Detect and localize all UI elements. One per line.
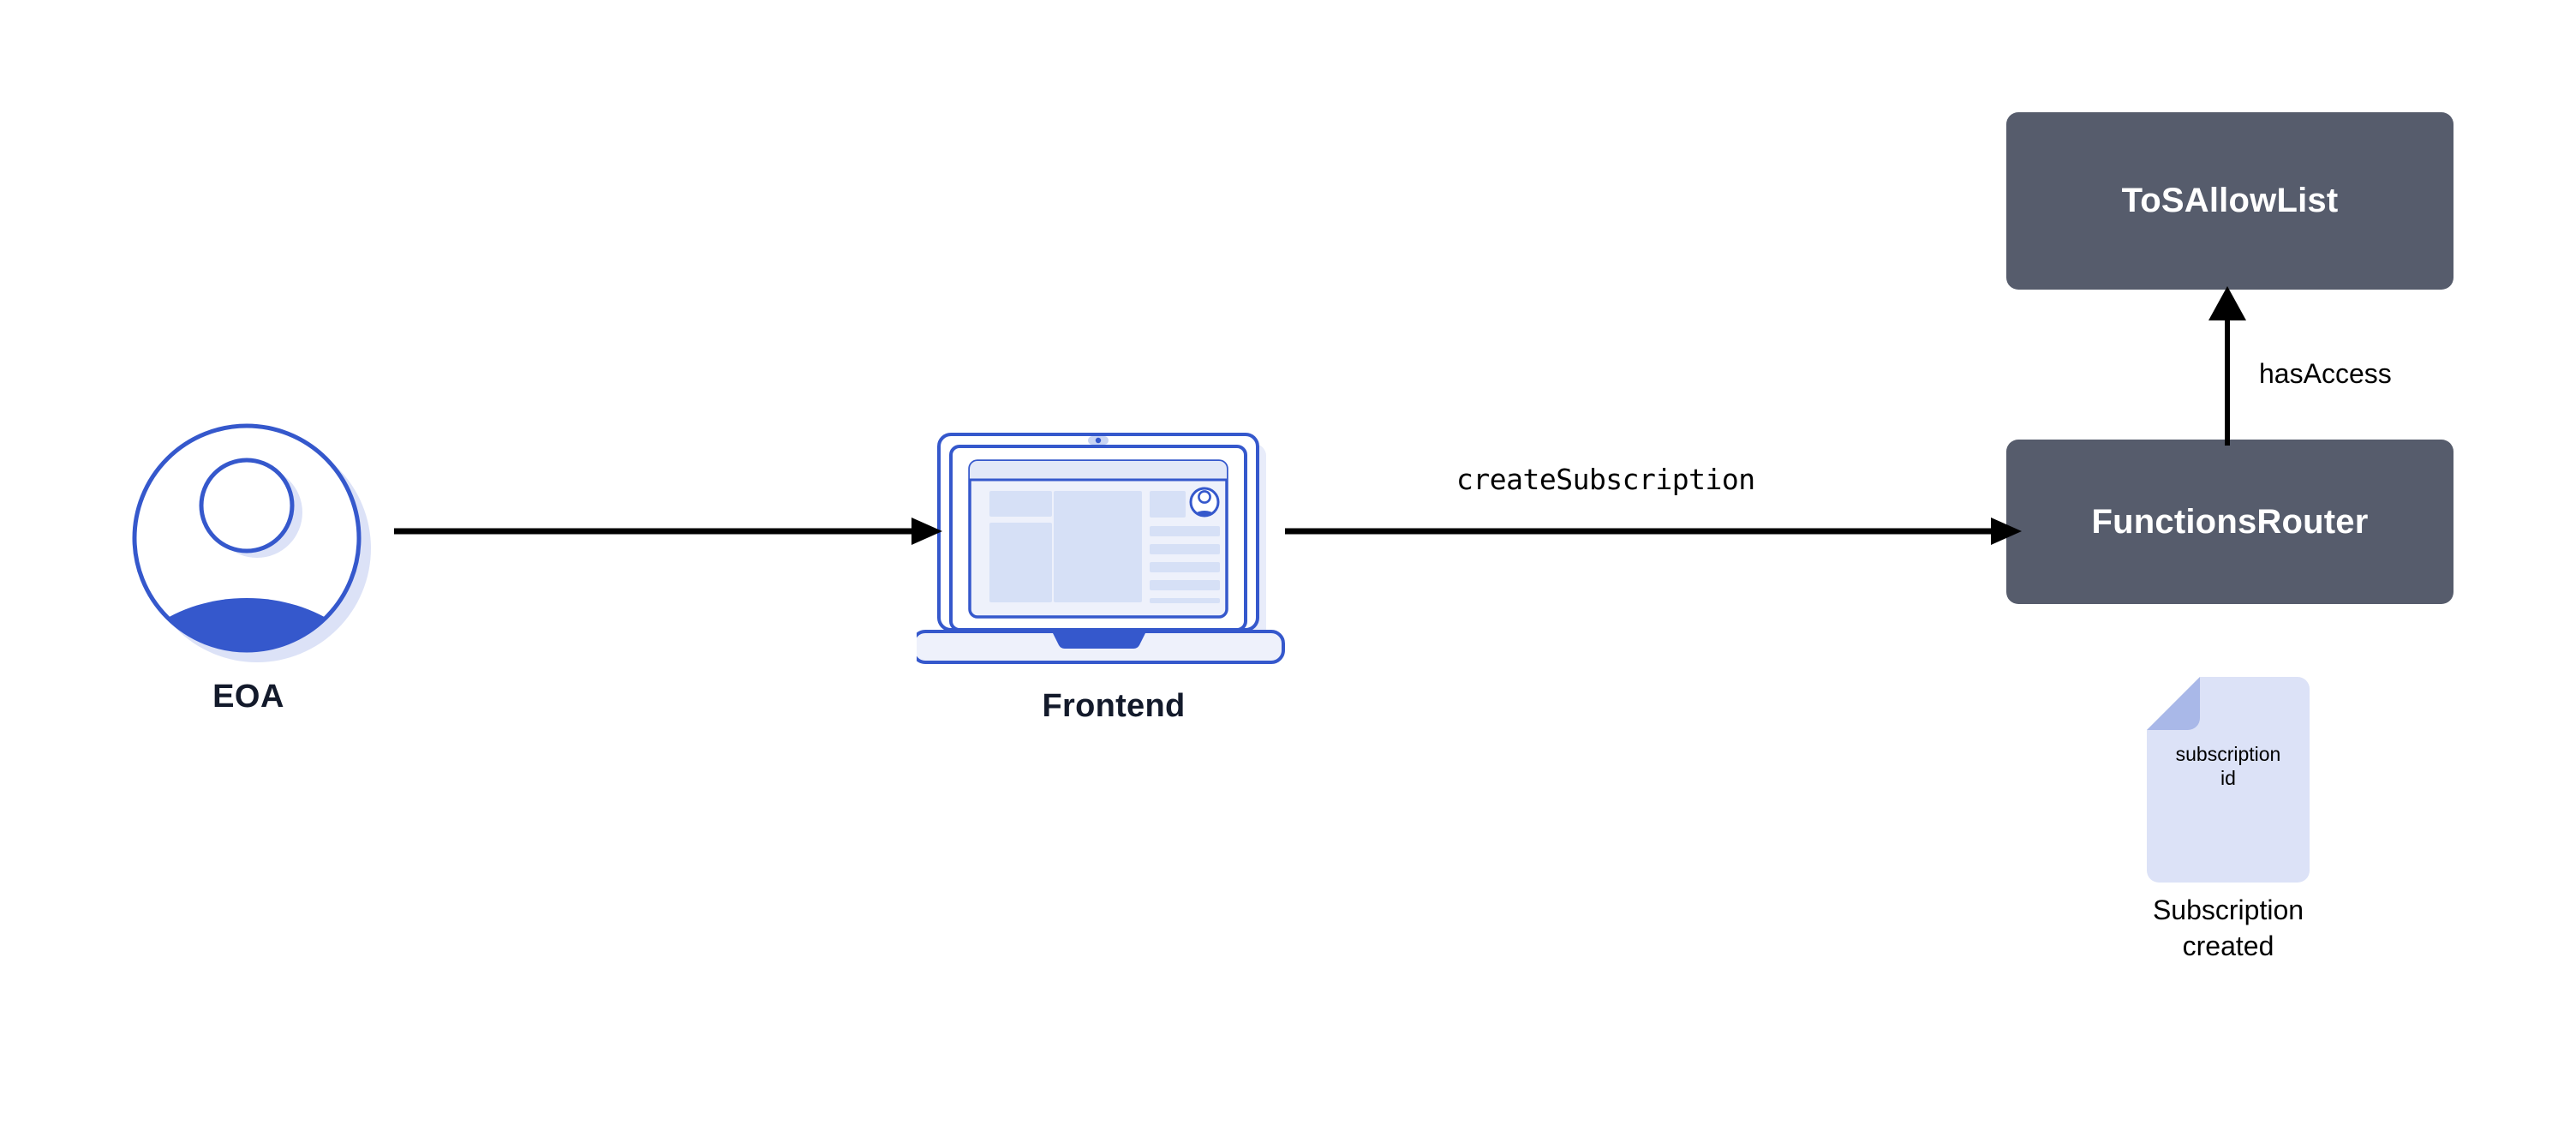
arrow-eoa-to-frontend bbox=[394, 518, 942, 545]
node-frontend[interactable]: Frontend bbox=[917, 420, 1311, 763]
subscription-caption-line-1: Subscription bbox=[2152, 895, 2304, 925]
document-icon bbox=[2147, 677, 2310, 883]
node-tos-allow-list[interactable]: ToSAllowList bbox=[2006, 112, 2453, 290]
document-inner-text: subscription id bbox=[2147, 742, 2310, 790]
node-eoa[interactable]: EOA bbox=[120, 411, 377, 754]
laptop-icon bbox=[917, 433, 1285, 664]
node-subscription-document[interactable]: subscription id Subscription created bbox=[2147, 677, 2404, 961]
document-inner-line-1: subscription bbox=[2175, 743, 2281, 765]
document-inner-line-2: id bbox=[2220, 767, 2236, 790]
node-label-eoa: EOA bbox=[212, 679, 284, 715]
node-label-tos-allow-list: ToSAllowList bbox=[2121, 182, 2339, 219]
subscription-caption-line-2: created bbox=[2182, 930, 2274, 961]
node-label-subscription-created: Subscription created bbox=[2095, 893, 2361, 964]
arrow-frontend-to-functions-router bbox=[1285, 518, 2022, 545]
edge-label-create-subscription: createSubscription bbox=[1456, 463, 1755, 496]
node-label-functions-router: FunctionsRouter bbox=[2091, 502, 2369, 541]
node-label-frontend: Frontend bbox=[1042, 688, 1186, 724]
edge-label-has-access: hasAccess bbox=[2259, 358, 2392, 389]
user-avatar-icon bbox=[132, 423, 371, 662]
arrow-functions-router-to-tos-allow-list bbox=[2208, 286, 2246, 446]
node-functions-router[interactable]: FunctionsRouter bbox=[2006, 440, 2453, 604]
